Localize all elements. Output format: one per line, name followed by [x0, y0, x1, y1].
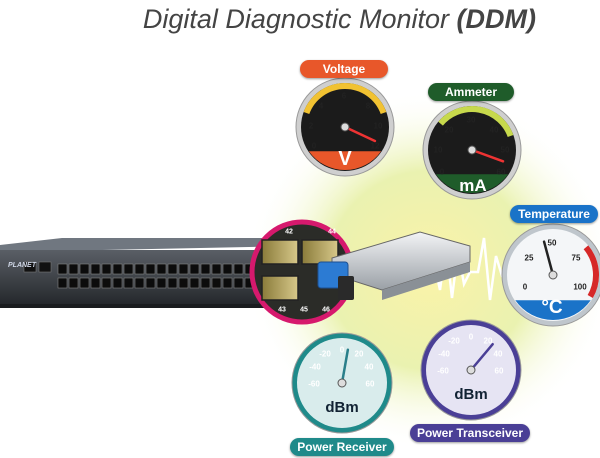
sfp-port [57, 263, 68, 275]
power-transceiver-gauge [420, 319, 522, 421]
voltage-label: Voltage [300, 60, 388, 78]
voltage-tick: 10 [373, 121, 383, 131]
sfp-port [90, 277, 101, 289]
power-transceiver-tick: 0 [468, 332, 474, 342]
sfp-port [211, 277, 222, 289]
sfp-port [178, 263, 189, 275]
sfp-port [112, 277, 123, 289]
sfp-port [68, 263, 79, 275]
sfp-port [112, 263, 123, 275]
rj45-port [23, 261, 37, 273]
temperature-tick: 100 [573, 282, 587, 292]
sfp-transceiver [317, 231, 471, 300]
port-label-44: 44 [328, 228, 336, 236]
ammeter-tick: 50 [500, 145, 510, 155]
power-receiver-unit: dBm [325, 399, 359, 416]
voltage-tick: 12 [370, 141, 380, 151]
power-transceiver-unit: dBm [454, 386, 488, 403]
ammeter-tick: 20 [444, 125, 454, 135]
rj45-port [38, 261, 52, 273]
sfp-port [233, 263, 244, 275]
sfp-port [145, 263, 156, 275]
sfp-port [211, 263, 222, 275]
sfp-port [79, 277, 90, 289]
ammeter-label: Ammeter [428, 83, 514, 101]
sfp-port [167, 277, 178, 289]
power-receiver-tick: 60 [365, 379, 375, 389]
sfp-port [167, 263, 178, 275]
title-main: Digital Diagnostic Monitor [142, 4, 449, 34]
power-transceiver-tick: -40 [438, 349, 450, 359]
power-receiver-tick: 0 [339, 345, 345, 355]
temperature-gauge [501, 223, 600, 327]
power-receiver-gauge [291, 332, 393, 434]
sfp-port [123, 277, 134, 289]
power-receiver-tick: 40 [364, 362, 374, 372]
temperature-tick: 25 [524, 253, 534, 263]
sfp-port [90, 263, 101, 275]
power-transceiver-tick: 20 [483, 336, 493, 346]
port-label-42: 42 [285, 228, 293, 236]
sfp-port [189, 277, 200, 289]
power-transceiver-tick: 40 [493, 349, 503, 359]
ammeter-tick: 30 [466, 115, 476, 125]
temperature-tick: 75 [571, 253, 581, 263]
sfp-port [101, 263, 112, 275]
page-title: Digital Diagnostic Monitor (DDM) [0, 4, 600, 35]
sfp-port [233, 277, 244, 289]
voltage-tick: 4 [318, 101, 324, 111]
power-receiver-tick: -20 [319, 349, 331, 359]
temperature-label: Temperature [510, 205, 598, 223]
sfp-port [57, 277, 68, 289]
temperature-unit: °C [541, 297, 563, 318]
ammeter-tick: 60 [496, 167, 506, 177]
port-label-43: 43 [278, 306, 286, 314]
sfp-port [200, 263, 211, 275]
ammeter-tick: 10 [433, 145, 443, 155]
power-receiver-tick: -60 [308, 379, 320, 389]
power-transceiver-label: Power Transceiver [410, 424, 530, 442]
ammeter-gauge [422, 100, 522, 200]
voltage-tick: 0 [311, 141, 317, 151]
voltage-tick: 8 [365, 101, 371, 111]
sfp-port [68, 277, 79, 289]
title-abbr: (DDM) [456, 4, 536, 34]
voltage-unit: V [338, 148, 352, 170]
power-transceiver-tick: 60 [494, 366, 504, 376]
voltage-tick: 6 [341, 91, 347, 101]
sfp-port [134, 277, 145, 289]
power-receiver-label: Power Receiver [290, 438, 394, 456]
sfp-port [134, 263, 145, 275]
temperature-tick: 50 [547, 238, 557, 248]
sfp-port [145, 277, 156, 289]
sfp-port [189, 263, 200, 275]
switch-brand-logo: PLANET [8, 262, 36, 269]
sfp-port [79, 263, 90, 275]
sfp-port [200, 277, 211, 289]
sfp-port [156, 277, 167, 289]
sfp-port [123, 263, 134, 275]
port-label-46: 46 [322, 306, 330, 314]
port-zoom-circle [249, 219, 355, 325]
sfp-port [178, 277, 189, 289]
ammeter-tick: 0 [439, 167, 445, 177]
sfp-port [101, 277, 112, 289]
temperature-tick: 0 [522, 282, 528, 292]
power-transceiver-tick: -20 [448, 336, 460, 346]
voltage-gauge [295, 77, 395, 177]
power-receiver-tick: 20 [354, 349, 364, 359]
voltage-tick: 2 [308, 121, 314, 131]
sfp-port [222, 263, 233, 275]
ammeter-tick: 40 [489, 125, 499, 135]
power-receiver-tick: -40 [309, 362, 321, 372]
power-transceiver-tick: -60 [437, 366, 449, 376]
ammeter-unit: mA [459, 176, 487, 195]
sfp-port [156, 263, 167, 275]
sfp-port [222, 277, 233, 289]
port-label-45: 45 [300, 306, 308, 314]
